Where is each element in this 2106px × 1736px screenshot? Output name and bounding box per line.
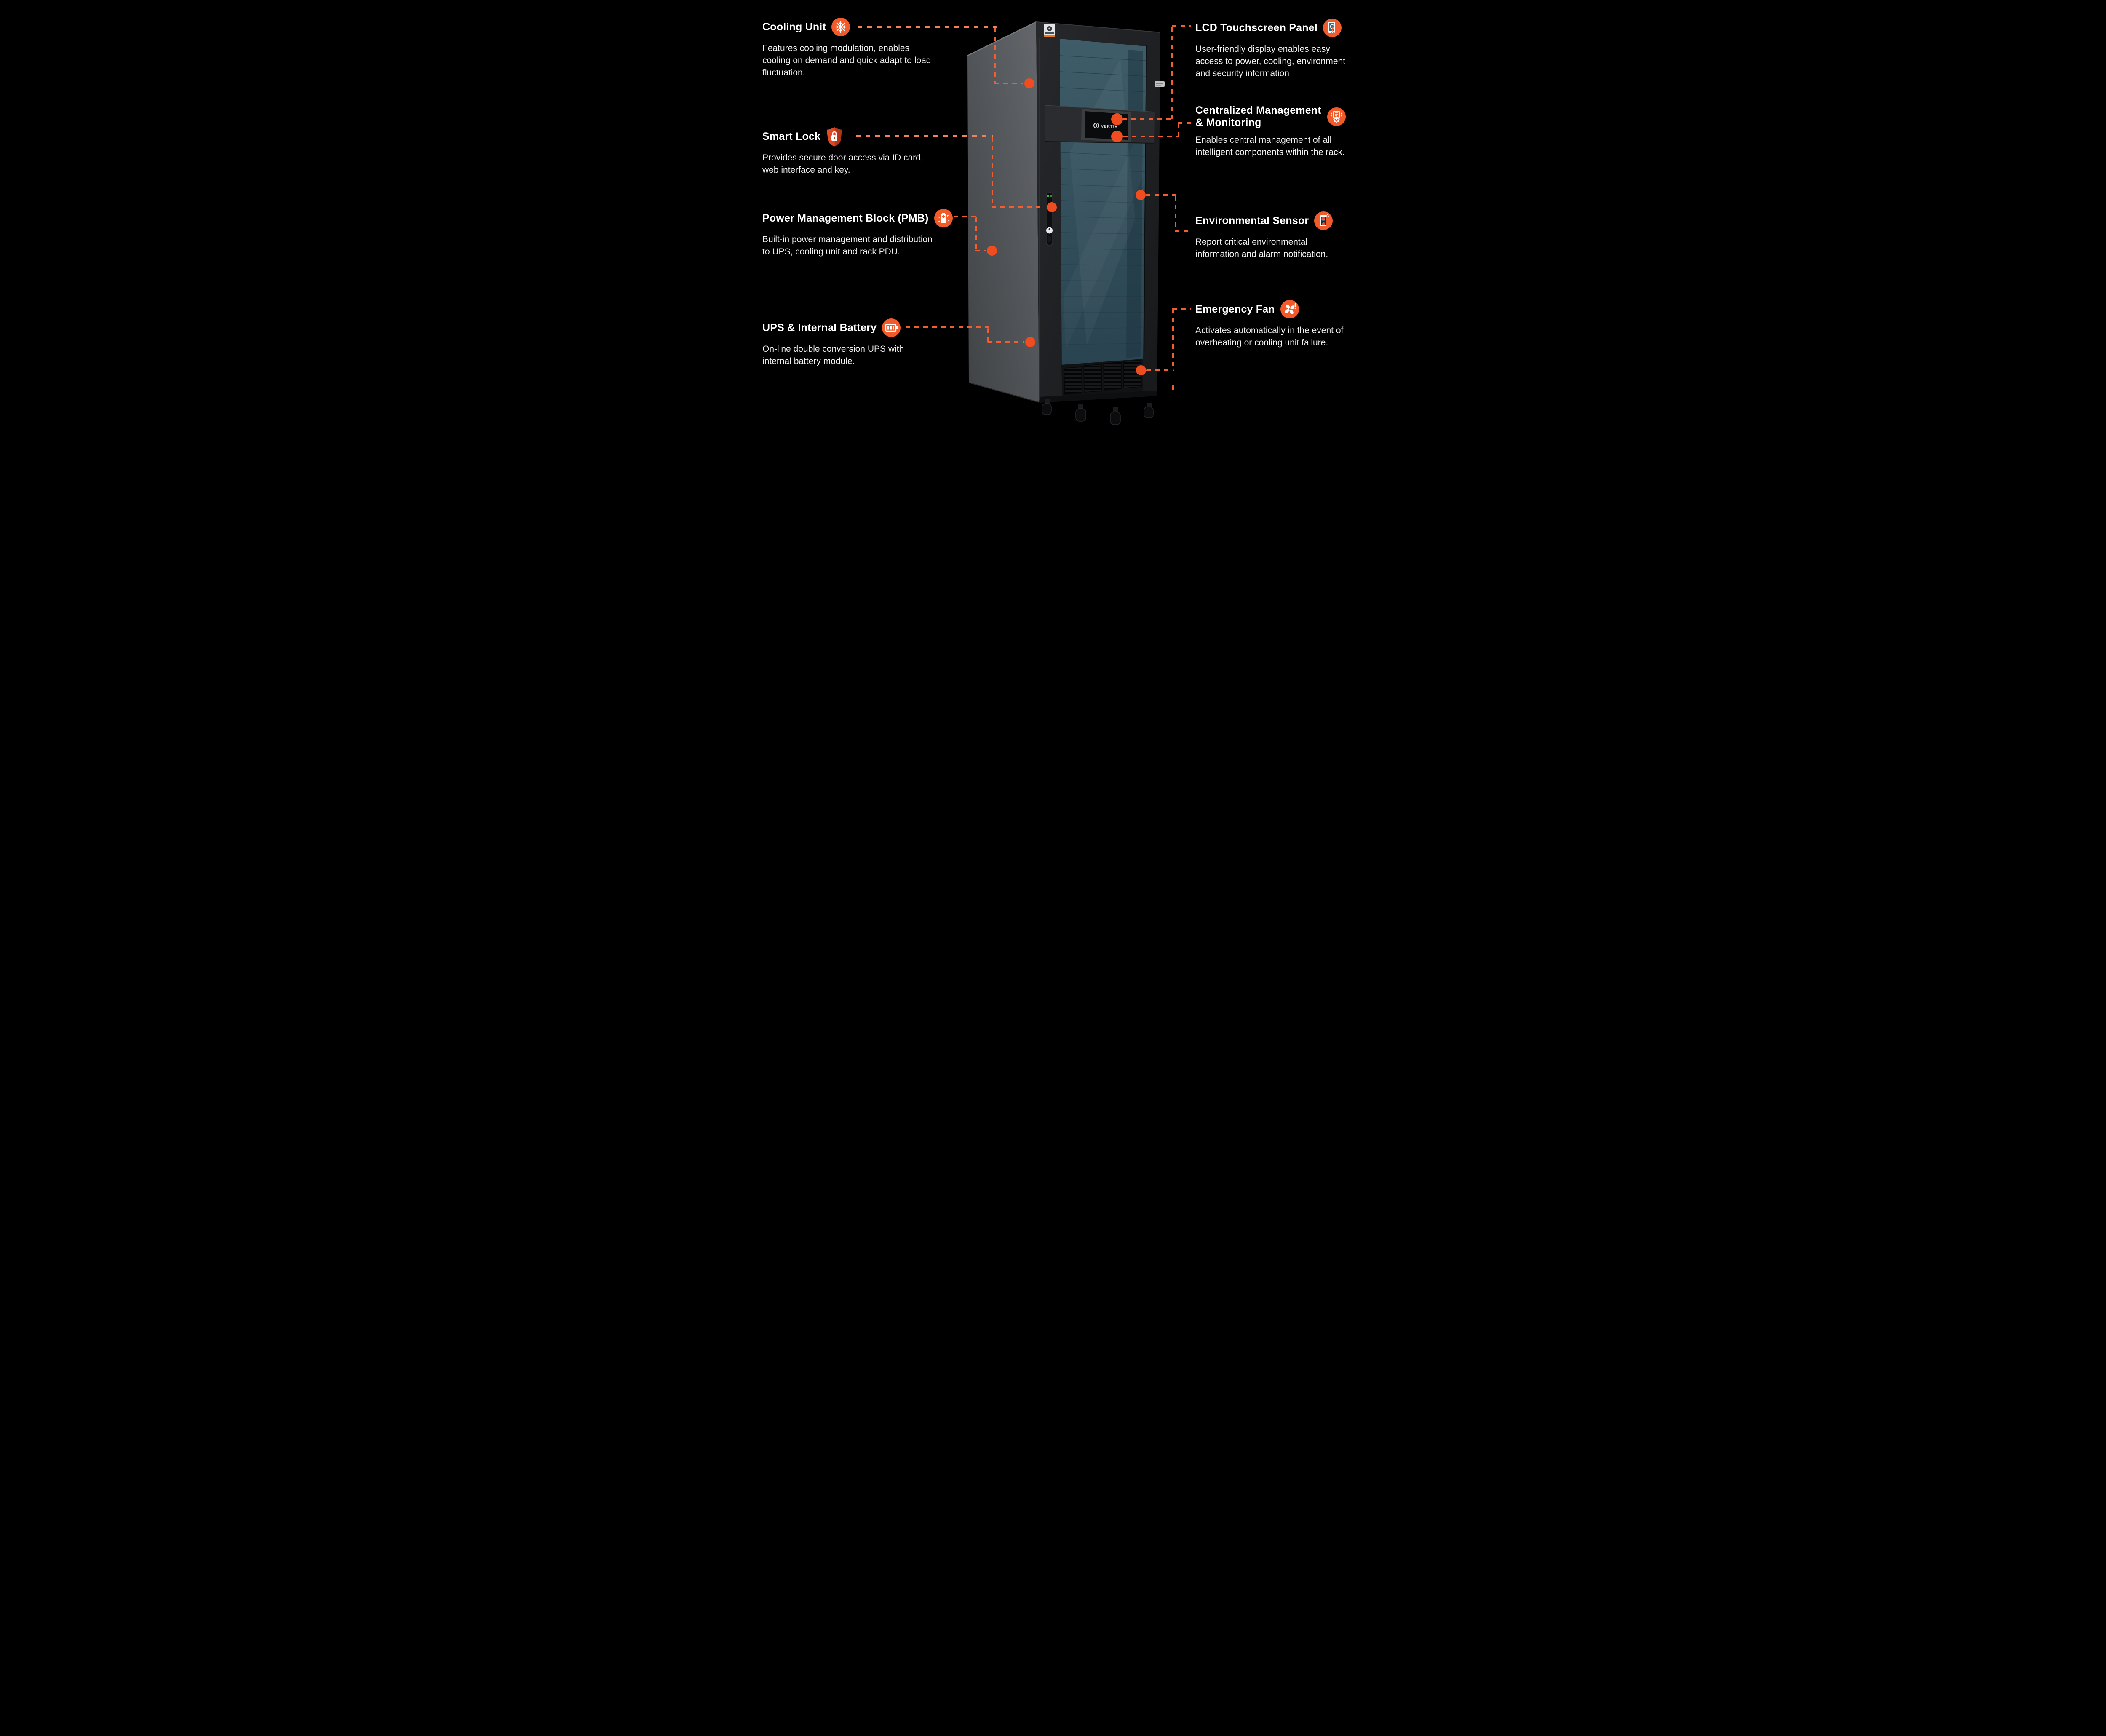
dash-line: [975, 217, 977, 250]
touchscreen-icon: [1323, 19, 1342, 37]
lock-led-green: [1047, 195, 1049, 197]
callout-description: User-friendly display enables easy acces…: [1195, 44, 1346, 78]
model-sticker: [1155, 81, 1165, 87]
dash-line: [858, 26, 997, 28]
rack-side-panel: [967, 21, 1040, 403]
callout-power-management-block: Power Management Block (PMB) Built-in po…: [762, 208, 965, 258]
callout-title: Cooling Unit: [762, 21, 826, 33]
server-rack-illustration: VERTIV: [967, 21, 1165, 425]
rack-casters: [1040, 391, 1157, 425]
dash-line: [1171, 27, 1173, 119]
callout-title: Environmental Sensor: [1195, 214, 1309, 227]
callout-lcd-touchscreen: LCD Touchscreen Panel User-friendly disp…: [1195, 18, 1353, 80]
dash-line: [994, 83, 1023, 84]
callout-description: On-line double conversion UPS with inter…: [762, 344, 904, 366]
door-handle-smart-lock: [1046, 192, 1053, 246]
dash-line: [1172, 308, 1191, 310]
dash-line: [1122, 118, 1172, 120]
dash-line: [987, 341, 1024, 343]
management-monitoring-icon: [1327, 107, 1346, 126]
callout-emergency-fan: Emergency Fan Activates automatically in…: [1195, 299, 1356, 349]
callout-cooling-unit: Cooling Unit Features cooling modulation…: [762, 17, 943, 79]
dash-line: [906, 326, 989, 328]
caster-wheel: [1042, 403, 1052, 415]
rack-vent-grille: [1061, 359, 1143, 398]
callout-description: Enables central management of all intell…: [1195, 135, 1345, 157]
battery-icon: [882, 318, 901, 337]
dash-line: [1175, 196, 1176, 231]
callout-dot-smart-lock: [1047, 202, 1057, 212]
snowflake-icon: [831, 18, 850, 36]
dash-line: [992, 206, 1045, 208]
dash-line: [992, 137, 993, 206]
callout-centralized-management: Centralized Management & Monitoring Enab…: [1195, 104, 1353, 158]
callout-dot-ups: [1025, 337, 1035, 347]
dash-line: [856, 135, 993, 137]
caster-wheel: [1075, 408, 1086, 422]
callout-smart-lock: Smart Lock Provides secure door access v…: [762, 126, 939, 176]
callout-dot-centralized: [1111, 131, 1123, 142]
dash-line: [1172, 385, 1174, 391]
callout-title: Emergency Fan: [1195, 303, 1275, 315]
dash-line: [1146, 194, 1176, 196]
callout-title: Smart Lock: [762, 130, 821, 142]
caster-wheel: [1110, 412, 1121, 425]
callout-description: Built-in power management and distributi…: [762, 235, 933, 257]
key-cylinder: [1046, 227, 1053, 234]
callout-dot-lcd: [1111, 113, 1123, 125]
callout-title: Power Management Block (PMB): [762, 212, 929, 224]
power-battery-icon: [934, 209, 953, 227]
callout-dot-fan: [1136, 365, 1146, 375]
vertiv-badge: [1044, 24, 1055, 37]
rack-glass-door: [1060, 39, 1146, 365]
infographic-canvas: VERTIV: [750, 0, 1356, 434]
dash-line: [975, 250, 986, 251]
rack-lcd-module: VERTIV: [1045, 105, 1155, 146]
dash-line: [1178, 122, 1191, 124]
vertiv-logo: VERTIV: [1093, 123, 1118, 128]
dash-line: [1172, 309, 1174, 371]
callout-description: Provides secure door access via ID card,…: [762, 153, 923, 175]
dash-line: [1123, 136, 1179, 137]
callout-dot-cooling: [1024, 78, 1034, 88]
callout-description: Activates automatically in the event of …: [1195, 326, 1344, 348]
caster-wheel: [1144, 407, 1154, 418]
lock-led-green-2: [1050, 195, 1052, 197]
dash-line: [1178, 123, 1179, 136]
callout-title: LCD Touchscreen Panel: [1195, 21, 1318, 34]
callout-description: Report critical environmental informatio…: [1195, 237, 1328, 259]
fan-alert-icon: [1280, 300, 1299, 318]
dash-line: [954, 216, 977, 217]
dash-line: [1175, 230, 1191, 232]
callout-description: Features cooling modulation, enables coo…: [762, 43, 931, 78]
svg-text:VERTIV: VERTIV: [1101, 124, 1118, 128]
callout-title: UPS & Internal Battery: [762, 321, 877, 334]
dash-line: [987, 328, 989, 342]
callout-dot-pmb: [987, 246, 997, 256]
callout-title: Centralized Management & Monitoring: [1195, 104, 1321, 128]
sensor-alert-icon: [1314, 211, 1333, 230]
dash-line: [1146, 369, 1174, 371]
callout-environmental-sensor: Environmental Sensor Report critical env…: [1195, 211, 1355, 260]
dash-line: [994, 28, 996, 83]
dash-line: [1172, 25, 1191, 27]
callout-ups-internal-battery: UPS & Internal Battery On-line double co…: [762, 318, 948, 367]
callout-dot-environmental: [1136, 190, 1146, 200]
lock-shield-icon: [826, 126, 843, 147]
